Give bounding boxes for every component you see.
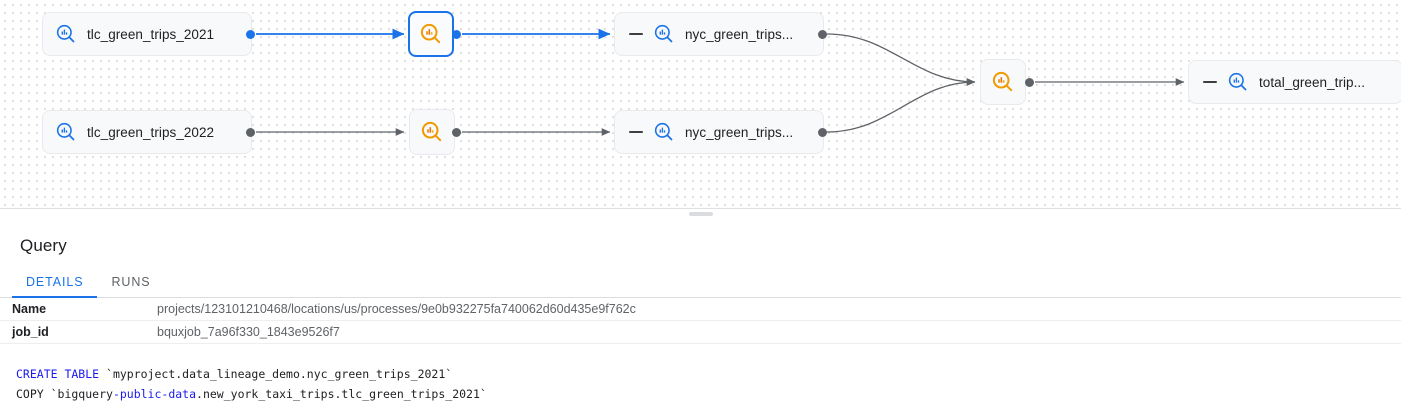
panel-tabs: DETAILS RUNS bbox=[0, 268, 1401, 298]
tab-runs[interactable]: RUNS bbox=[111, 275, 151, 289]
bigquery-table-icon bbox=[56, 24, 75, 43]
lineage-node-nyc-green-trips-2022[interactable]: nyc_green_trips... bbox=[614, 110, 824, 154]
bigquery-table-icon bbox=[1228, 72, 1247, 91]
detail-key: Name bbox=[12, 302, 47, 316]
lineage-node-label: tlc_green_trips_2021 bbox=[87, 26, 215, 42]
page-title: Query bbox=[20, 236, 67, 255]
node-output-port-nyc-2022[interactable] bbox=[818, 127, 827, 137]
tab-details[interactable]: DETAILS bbox=[12, 275, 98, 298]
node-output-port-process-2[interactable] bbox=[452, 127, 461, 137]
bigquery-table-icon bbox=[56, 122, 75, 141]
detail-key: job_id bbox=[12, 325, 49, 339]
bigquery-table-icon bbox=[654, 24, 673, 43]
lineage-node-tlc-green-trips-2022[interactable]: tlc_green_trips_2022 bbox=[42, 110, 252, 154]
lineage-process-icon bbox=[420, 23, 441, 44]
detail-value: projects/123101210468/locations/us/proce… bbox=[157, 302, 636, 316]
panel-resize-handle[interactable] bbox=[688, 212, 713, 216]
lineage-node-label: total_green_trip... bbox=[1259, 74, 1366, 90]
lineage-node-process-3[interactable] bbox=[980, 59, 1026, 105]
lineage-process-icon bbox=[992, 71, 1013, 92]
sql-text: COPY `bigquery bbox=[16, 387, 113, 401]
lineage-node-process-selected[interactable] bbox=[408, 11, 454, 57]
query-details-panel: Query DETAILS RUNS Name projects/1231012… bbox=[0, 222, 1401, 417]
panel-splitter bbox=[0, 208, 1401, 222]
lineage-node-label: tlc_green_trips_2022 bbox=[87, 124, 215, 140]
collapse-node-button[interactable] bbox=[1199, 71, 1221, 93]
lineage-process-icon bbox=[421, 121, 442, 142]
node-output-port-process-3[interactable] bbox=[1025, 77, 1034, 87]
node-output-port-nyc-2021[interactable] bbox=[818, 29, 827, 39]
sql-query-block[interactable]: CREATE TABLE `myproject.data_lineage_dem… bbox=[0, 344, 1401, 404]
table-row: job_id bquxjob_7a96f330_1843e9526f7 bbox=[0, 321, 1401, 344]
node-output-port-tlc-2022[interactable] bbox=[246, 127, 255, 137]
collapse-node-button[interactable] bbox=[625, 121, 647, 143]
node-output-port-tlc-2021[interactable] bbox=[246, 29, 255, 39]
collapse-node-button[interactable] bbox=[625, 23, 647, 45]
lineage-node-label: nyc_green_trips... bbox=[685, 26, 794, 42]
detail-value: bquxjob_7a96f330_1843e9526f7 bbox=[157, 325, 340, 339]
table-row: Name projects/123101210468/locations/us/… bbox=[0, 298, 1401, 321]
lineage-node-nyc-green-trips-2021[interactable]: nyc_green_trips... bbox=[614, 12, 824, 56]
sql-text: `myproject.data_lineage_demo.nyc_green_t… bbox=[99, 367, 453, 381]
minus-icon bbox=[629, 131, 643, 133]
lineage-node-process-2[interactable] bbox=[409, 109, 455, 155]
bigquery-table-icon bbox=[654, 122, 673, 141]
lineage-node-total-green-trips[interactable]: total_green_trip... bbox=[1188, 60, 1401, 104]
sql-keyword: CREATE TABLE bbox=[16, 367, 100, 381]
node-output-port-process-1[interactable] bbox=[452, 29, 461, 39]
lineage-node-label: nyc_green_trips... bbox=[685, 124, 794, 140]
lineage-graph-canvas[interactable]: tlc_green_trips_2021 tlc_green_trips_202… bbox=[0, 0, 1401, 208]
minus-icon bbox=[1203, 81, 1217, 83]
sql-keyword: -public-data bbox=[112, 387, 197, 401]
sql-text: .new_york_taxi_trips.tlc_green_trips_202… bbox=[196, 387, 487, 401]
details-table: Name projects/123101210468/locations/us/… bbox=[0, 298, 1401, 344]
lineage-node-tlc-green-trips-2021[interactable]: tlc_green_trips_2021 bbox=[42, 12, 252, 56]
minus-icon bbox=[629, 33, 643, 35]
